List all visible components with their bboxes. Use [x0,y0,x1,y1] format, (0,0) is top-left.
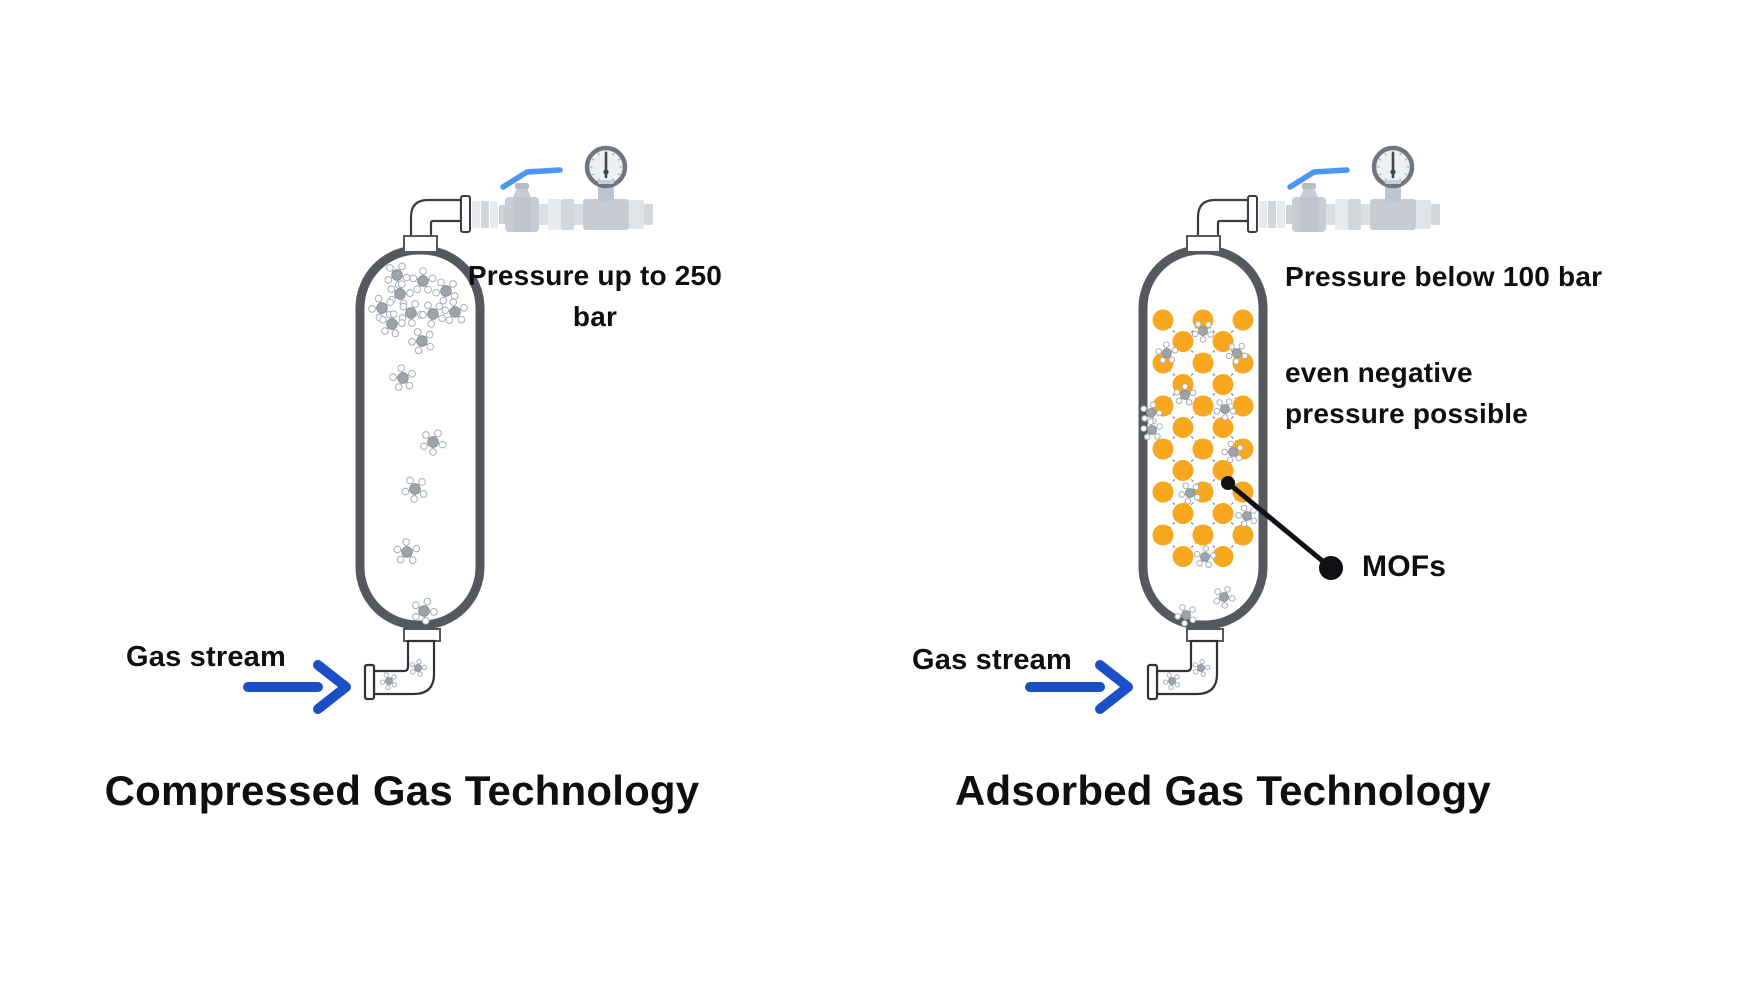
left-pipe-fixture [409,145,653,240]
right-gas-stream-label: Gas stream [912,644,1072,676]
gas-molecule-icon [441,298,468,324]
gas-molecule-icon [401,476,428,503]
mof-dot-icon [1212,460,1234,481]
gas-molecule-icon [412,597,438,625]
mof-dot-icon [1152,309,1174,331]
gas-molecule-icon [1193,545,1217,568]
gas-molecule-icon [419,301,446,328]
right-diagram [1025,145,1440,714]
ball-valve-icon [500,167,563,232]
gas-molecule-icon [409,658,428,677]
right-storage-vessel [1138,235,1268,630]
mof-callout-label: MOFs [1362,550,1447,583]
elbow-pipe-icon [363,628,441,701]
gas-molecule-icon [409,267,437,294]
gas-molecule-icon [1178,482,1201,505]
mof-dot-icon [1212,331,1234,352]
mof-dot-icon [1192,438,1214,460]
mof-dot-icon [1212,503,1234,524]
gas-molecule-icon [379,672,398,691]
mof-callout [1221,476,1343,580]
gas-molecule-icon [1155,341,1179,364]
valve-gauge-assembly [409,145,653,240]
right-negative-pressure-line1: even negative [1285,357,1473,388]
gas-molecule-icon [1221,440,1244,464]
mof-callout-dot-small [1221,476,1235,490]
gas-molecule-icon [1235,504,1258,528]
right-negative-pressure-note: even negative pressure possible [1285,353,1528,434]
gas-molecule-icon [1140,418,1163,441]
mof-dot-icon [1172,503,1194,524]
gas-molecule-icon [1174,604,1197,627]
left-pressure-note: Pressure up to 250 bar [430,256,760,337]
mof-dot-icon [1152,438,1174,460]
mof-callout-dot-large [1319,556,1343,580]
mof-dot-icon [1152,524,1174,546]
valve-gauge-assembly [1196,145,1440,240]
gas-molecule-icon [368,294,394,322]
left-inlet-pipe [363,628,441,701]
mof-dot-icon [1212,417,1234,438]
elbow-pipe-icon [1146,628,1224,701]
gas-molecule-icon [1213,586,1236,609]
left-pressure-note-line1: Pressure up to 250 [467,260,723,291]
mof-dot-icon [1212,374,1234,395]
gas-molecule-icon [389,364,416,391]
gas-molecule-icon [1225,342,1249,365]
gas-molecule-icon [393,538,421,564]
valve-lever-icon [1287,167,1350,190]
gas-molecule-icon [379,310,406,338]
gas-molecule-icon [398,300,425,327]
right-inlet-pipe [1146,628,1224,701]
right-negative-pressure-line2: pressure possible [1285,397,1529,429]
arrow-right-icon [1025,660,1133,714]
right-gas-stream-arrow [1025,660,1133,714]
mof-dot-icon [1172,331,1194,352]
mof-dot-icon [1192,395,1214,417]
gas-molecule-icon [408,328,434,355]
mof-dot-icon [1192,352,1214,374]
mof-dot-icon [1172,546,1194,567]
gas-molecule-icon [1191,320,1214,343]
gas-molecule-icon [420,429,447,456]
gas-molecule-icon [1162,672,1181,691]
mof-dot-icon [1212,546,1234,567]
mof-dot-icon [1232,524,1254,546]
arrow-right-icon [243,660,351,714]
mof-dot-icon [1232,395,1254,417]
left-gas-stream-arrow [243,660,351,714]
left-pressure-note-line2: bar [572,300,618,332]
mof-dot-icon [1172,460,1194,481]
mof-dot-icon [1232,309,1254,331]
mof-dot-icon [1172,417,1194,438]
pressure-gauge-icon [584,145,628,189]
vessel-neck [403,235,438,253]
gas-molecule-icon [1173,383,1197,406]
valve-lever-icon [500,167,563,190]
pressure-gauge-icon [1371,145,1415,189]
left-diagram [243,145,653,714]
left-storage-vessel [355,235,485,630]
ball-valve-icon [1287,167,1350,232]
right-pressure-note: Pressure below 100 bar [1285,261,1603,292]
mof-dot-icon [1192,524,1214,546]
gas-molecule-icon [432,278,459,305]
gas-molecule-icon [384,262,411,289]
vessel-neck [1186,235,1221,253]
left-gas-molecules [368,262,468,625]
gas-molecule-icon [1213,398,1237,421]
mof-dot-icon [1152,481,1174,503]
right-pipe-fixture [1196,145,1440,240]
right-caption: Adsorbed Gas Technology [955,767,1491,814]
left-gas-stream-label: Gas stream [126,641,286,673]
gas-molecule-icon [1192,658,1211,677]
left-caption: Compressed Gas Technology [104,767,700,814]
